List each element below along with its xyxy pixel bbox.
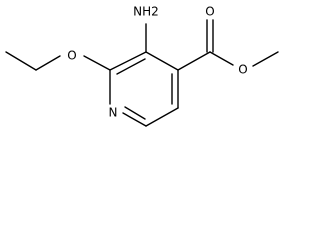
bond-c2-c3 [109,51,147,71]
bond-oester-ch3 [252,51,279,67]
bond-c2-o [83,55,111,71]
methyl-ester-group [177,19,279,71]
bond-c4-ccarbonyl [177,51,211,71]
bond-c2-c3-inner [116,58,146,75]
bond-o-ch2 [35,55,61,71]
ester-oxygen-label: O [238,63,247,77]
ethoxy-group [5,51,111,71]
bond-c6-n1-inner [124,106,146,120]
ether-oxygen-label: O [67,49,76,63]
carbonyl-oxygen-label: O [205,5,214,19]
ring-nitrogen-label: N [109,106,118,120]
bond-c5-c6 [145,107,179,127]
bond-c6-n1 [122,112,147,127]
bond-ccarbonyl-oester [209,51,234,66]
bond-c3-c4 [145,51,179,71]
molecule-structure-diagram: NH2 O N O O [5,5,279,127]
pyridine-ring [109,51,179,127]
bond-ch2-ch3 [5,51,37,71]
amino-group-label: NH2 [133,5,159,19]
